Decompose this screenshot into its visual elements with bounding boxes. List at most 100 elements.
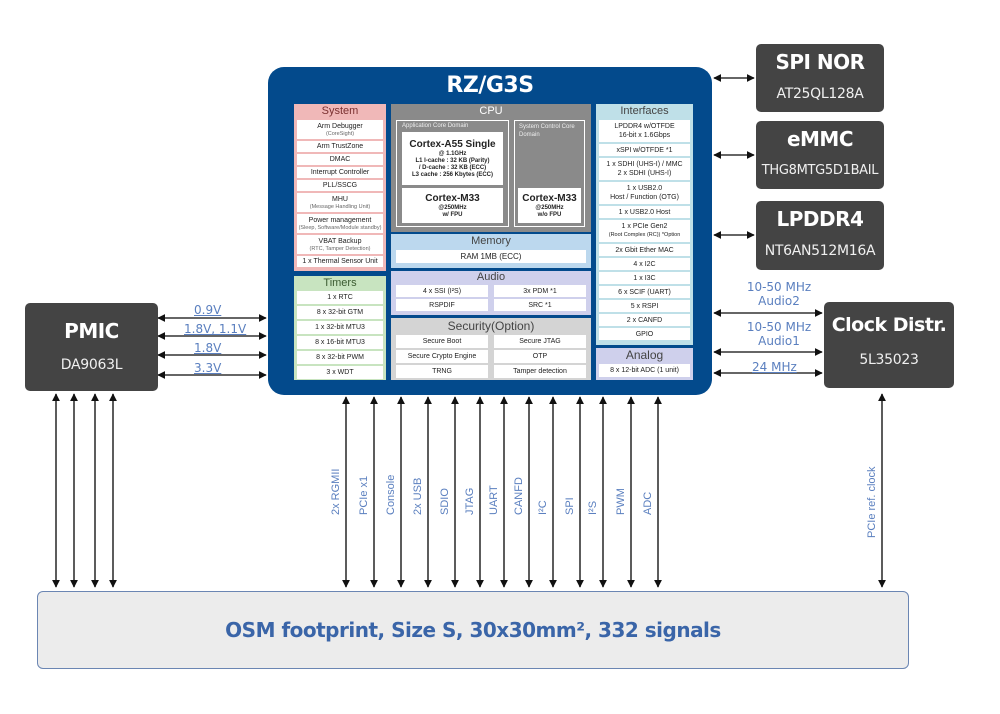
timer-item: 1 x RTC — [297, 291, 383, 304]
timers-block: Timers 1 x RTC 8 x 32-bit GTM 1 x 32-bit M… — [294, 276, 386, 380]
interface-item: 1 x USB2.0 Host — [599, 206, 690, 218]
analog-title: Analog — [625, 348, 664, 362]
emmc-box: eMMC THG8MTG5D1BAIL — [756, 121, 884, 189]
interface-item: xSPI w/OTFDE *1 — [599, 144, 690, 156]
cortex-m33-name: Cortex-M33 — [522, 192, 577, 204]
security-item: Secure Boot — [396, 335, 488, 348]
interface-item: 2 x CANFD — [599, 314, 690, 326]
signal-label: SPI — [564, 497, 576, 515]
audio-item: SRC *1 — [494, 299, 586, 311]
signal-label: ADC — [642, 491, 654, 515]
osm-footprint-box: OSM footprint, Size S, 30x30mm², 332 sig… — [37, 591, 909, 669]
signal-label: JTAG — [464, 487, 476, 515]
interface-item: 5 x RSPI — [599, 300, 690, 312]
rail-label: 3.3V — [194, 361, 222, 375]
interfaces-title: Interfaces — [620, 105, 669, 117]
interface-item: 1 x I3C — [599, 272, 690, 284]
spi-nor-box: SPI NOR AT25QL128A — [756, 44, 884, 112]
signal-label: PCIe x1 — [358, 475, 370, 515]
interface-item: 4 x I2C — [599, 258, 690, 270]
analog-cell: 8 x 12-bit ADC (1 unit) — [599, 364, 690, 377]
memory-block: Memory RAM 1MB (ECC) — [391, 234, 591, 268]
rail-label: 0.9V — [194, 303, 222, 317]
timer-item: 1 x 32-bit MTU3 — [297, 321, 383, 334]
osm-footprint-label: OSM footprint, Size S, 30x30mm², 332 sig… — [225, 618, 721, 642]
cortex-m33-sys-cell: Cortex-M33 @250MHz w/o FPU — [518, 188, 581, 223]
security-title: Security(Option) — [447, 319, 535, 333]
clock-distr-title: Clock Distr. — [831, 314, 947, 336]
audio-block: Audio 4 x SSI (I²S) 3x PDM *1 RSPDIF SRC *1 — [391, 271, 591, 315]
audio-title: Audio — [476, 271, 506, 283]
signal-label: UART — [488, 485, 500, 515]
cortex-m33-app-cell: Cortex-M33 @250MHz w/ FPU — [402, 188, 503, 223]
timer-item: 8 x 32-bit PWM — [297, 351, 383, 364]
app-core-domain-label: Application Core Domain — [402, 123, 469, 129]
system-item: Interrupt Controller — [297, 167, 383, 178]
signal-label: CANFD — [513, 477, 525, 515]
spi-nor-part: AT25QL128A — [776, 86, 864, 102]
rail-label: 1.8V, 1.1V — [184, 322, 247, 336]
security-item: Secure Crypto Engine — [396, 350, 488, 363]
system-control-domain-label: System Control Core Domain — [519, 124, 575, 138]
interface-item: 2x Gbit Ether MAC — [599, 244, 690, 256]
system-item: VBAT Backup(RTC, Tamper Detection) — [297, 235, 383, 254]
security-item: Secure JTAG — [494, 335, 586, 348]
cpu-block: CPU Application Core Domain Cortex-A55 S… — [391, 104, 591, 232]
system-block: System Arm Debugger(CoreSight)Arm TrustZ… — [294, 104, 386, 271]
pcie-ref-clock-label: PCIe ref. clock — [866, 466, 878, 538]
emmc-title: eMMC — [786, 127, 854, 151]
signal-label: I²C — [537, 500, 549, 515]
clock-link-label: 10-50 MHz Audio1 — [746, 320, 812, 348]
system-item: DMAC — [297, 154, 383, 165]
audio-item: 3x PDM *1 — [494, 285, 586, 297]
timer-item: 8 x 32-bit GTM — [297, 306, 383, 319]
audio-item: 4 x SSI (I²S) — [396, 285, 488, 297]
security-item: Tamper detection — [494, 365, 586, 378]
signal-label: SDIO — [439, 488, 451, 515]
signal-label: I²S — [587, 500, 599, 515]
timers-title: Timers — [323, 277, 357, 289]
signal-label: 2x RGMII — [330, 468, 342, 515]
audio-item: RSPDIF — [396, 299, 488, 311]
system-item: MHU(Message Handling Unit) — [297, 193, 383, 212]
clock-link-label: 10-50 MHz Audio2 — [746, 280, 812, 308]
lpddr4-title: LPDDR4 — [776, 207, 864, 231]
chip-title: RZ/G3S — [446, 73, 534, 98]
system-item: Arm TrustZone — [297, 141, 383, 152]
system-item: PLL/SSCG — [297, 180, 383, 191]
system-item: Arm Debugger(CoreSight) — [297, 120, 383, 139]
spi-nor-title: SPI NOR — [775, 50, 865, 74]
interface-item: GPIO — [599, 328, 690, 340]
system-item: Power management(Sleep, Software/Module … — [297, 214, 383, 233]
pmic-title: PMIC — [64, 319, 119, 343]
app-core-domain: Application Core Domain Cortex-A55 Singl… — [396, 120, 509, 227]
rzg3s-chip: RZ/G3S System Arm Debugger(CoreSight)Arm… — [268, 67, 712, 395]
cortex-a55-name: Cortex-A55 Single — [409, 138, 496, 150]
rail-label: 1.8V — [194, 341, 222, 355]
signal-label: 2x USB — [412, 477, 424, 515]
security-item: OTP — [494, 350, 586, 363]
system-item: 1 x Thermal Sensor Unit — [297, 256, 383, 267]
timer-item: 8 x 16-bit MTU3 — [297, 336, 383, 349]
interface-item: 6 x SCIF (UART) — [599, 286, 690, 298]
lpddr4-part: NT6AN512M16A — [764, 243, 876, 259]
pmic-box: PMIC DA9063L — [25, 303, 158, 391]
cpu-title: CPU — [479, 105, 503, 117]
signal-label: Console — [385, 474, 397, 515]
emmc-part: THG8MTG5D1BAIL — [761, 163, 879, 178]
clock-link-label: 24 MHz — [752, 360, 797, 374]
security-block: Security(Option) Secure Boot Secure JTAG S… — [391, 318, 591, 380]
clock-distr-part: 5L35023 — [859, 352, 919, 368]
memory-title: Memory — [471, 235, 511, 247]
interface-item: 1 x PCIe Gen2(Root Complex (RC)) *Option — [599, 220, 690, 242]
pmic-part: DA9063L — [60, 357, 123, 373]
cortex-m33-name: Cortex-M33 — [425, 192, 480, 204]
clock-distr-box: Clock Distr. 5L35023 — [824, 302, 954, 388]
memory-cell: RAM 1MB (ECC) — [396, 250, 586, 263]
cortex-a55-cell: Cortex-A55 Single @ 1.1GHz L1 I-cache : … — [402, 132, 503, 185]
system-control-core-domain: System Control Core Domain Cortex-M33 @2… — [514, 120, 585, 227]
